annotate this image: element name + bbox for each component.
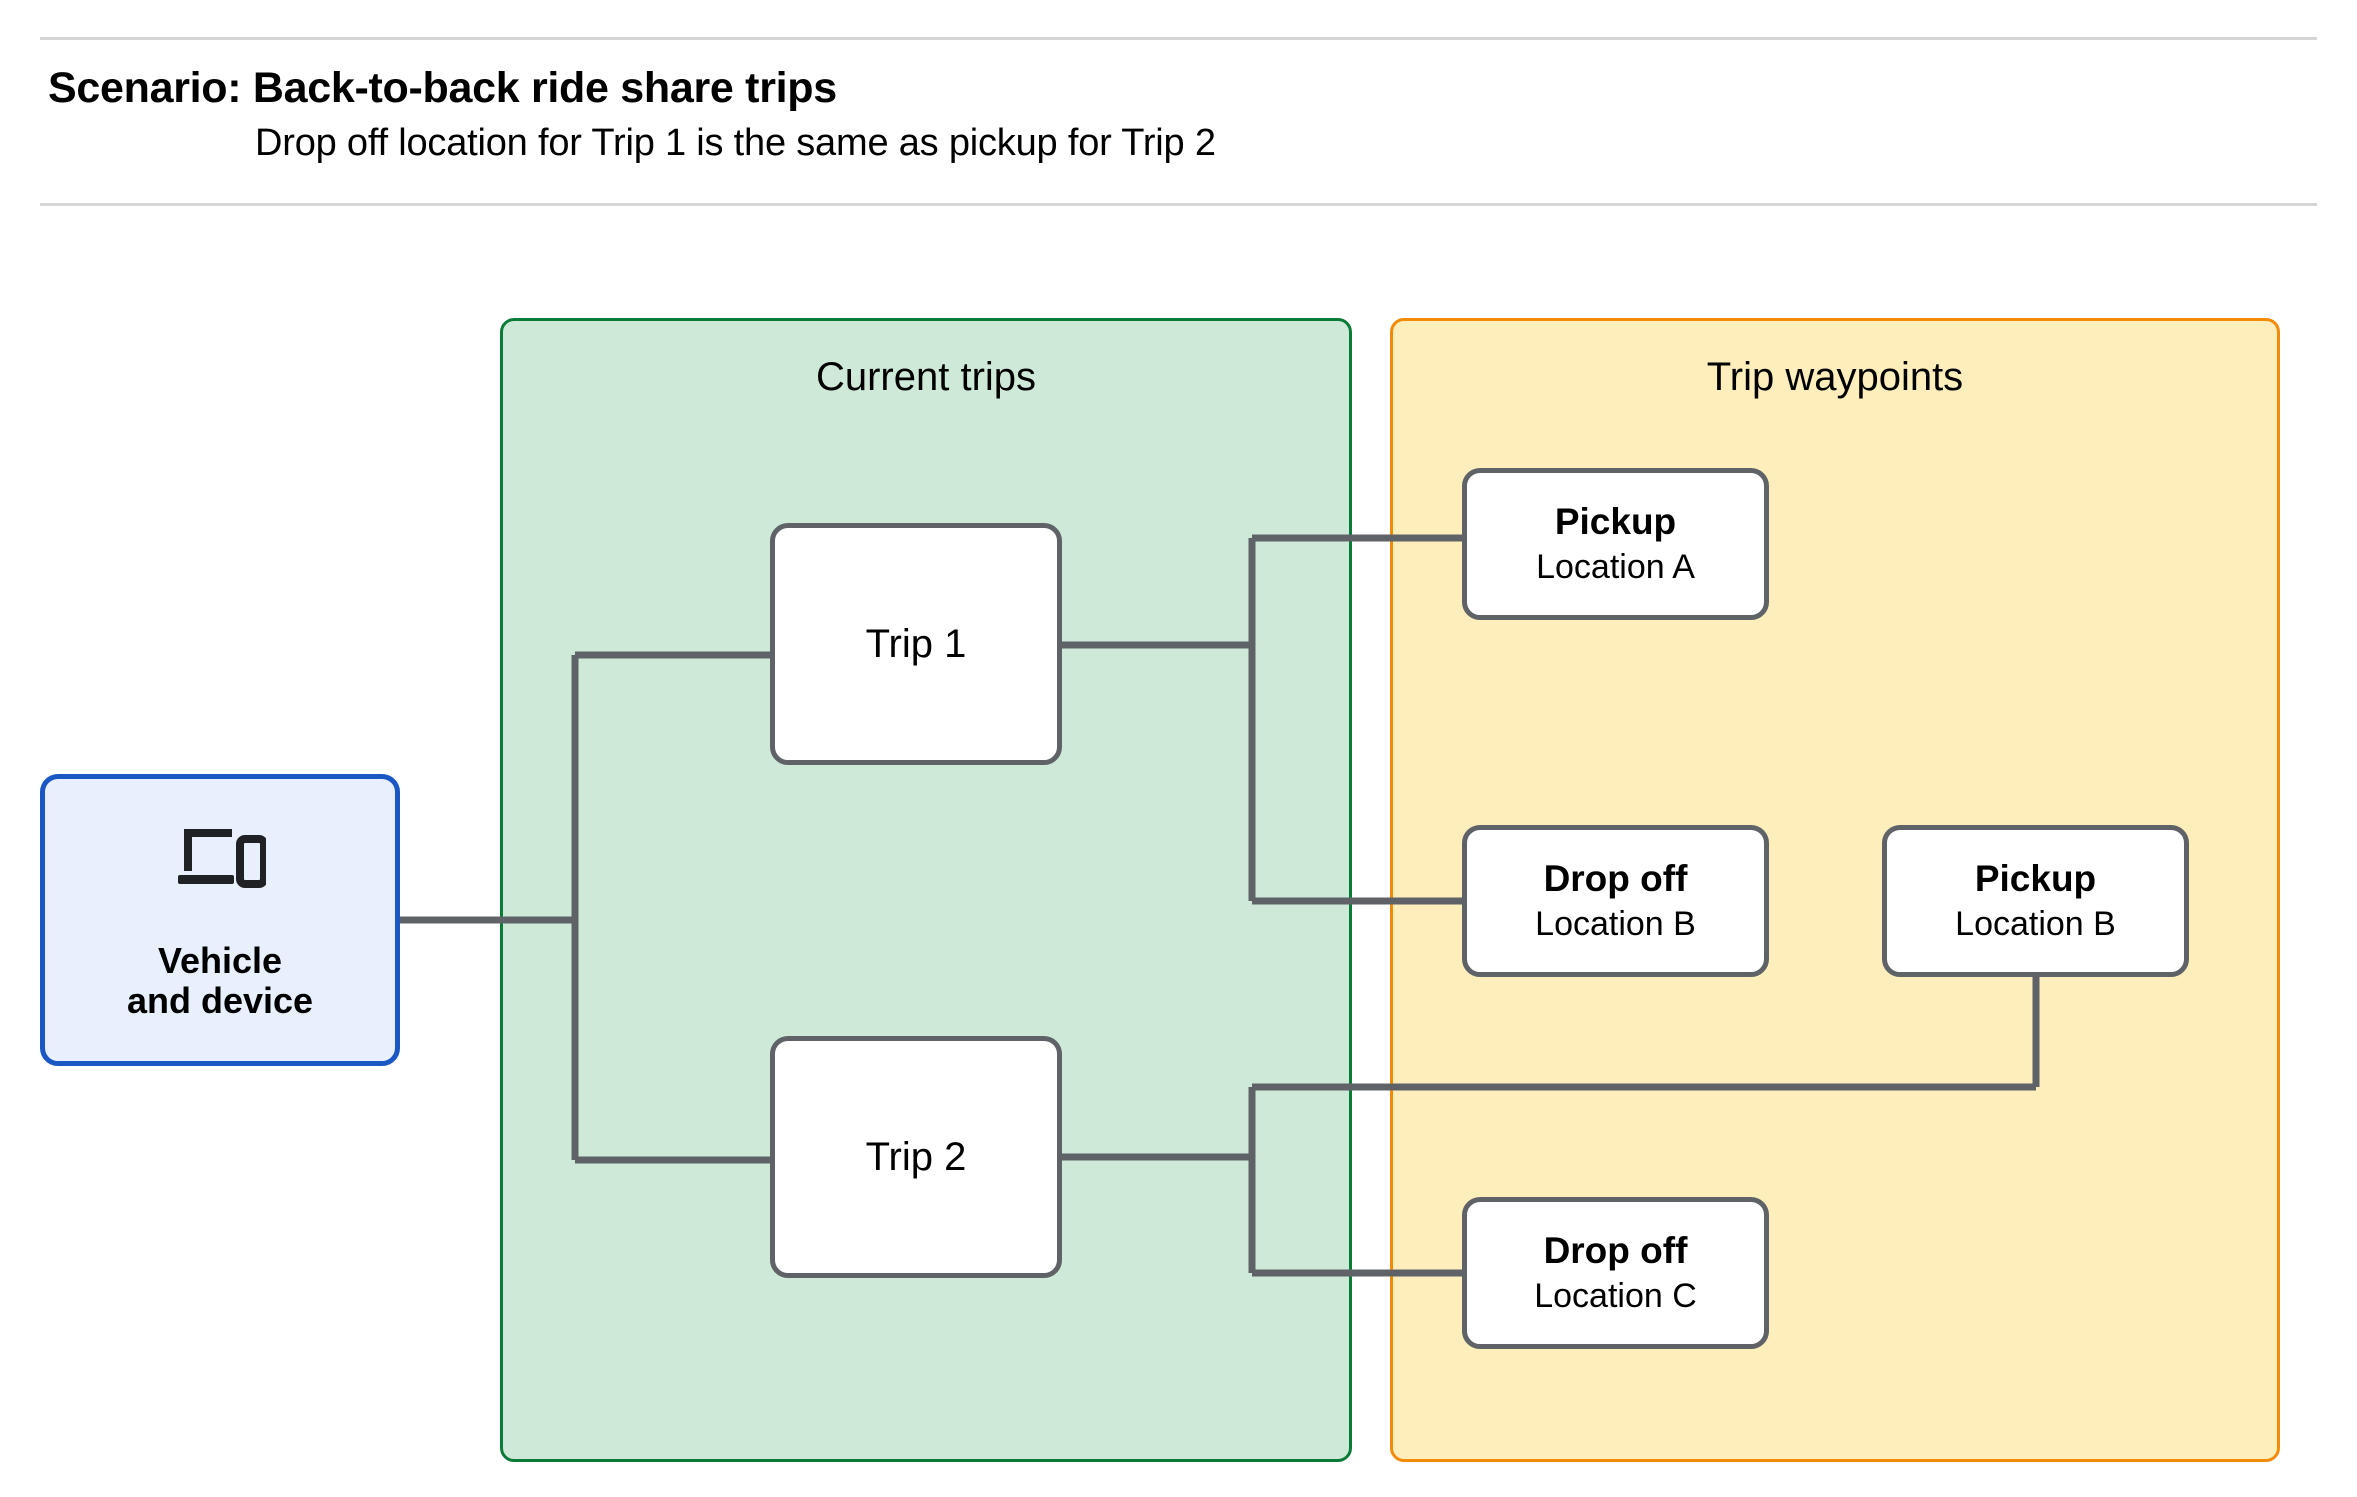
node-vehicle-and-device[interactable]: Vehicle and device bbox=[40, 774, 400, 1066]
node-trip-2[interactable]: Trip 2 bbox=[770, 1036, 1062, 1278]
node-vehicle-label: Vehicle and device bbox=[126, 940, 314, 1022]
node-dropoff-location-b[interactable]: Drop off Location B bbox=[1462, 825, 1769, 977]
node-dropoff-c-subtitle: Location C bbox=[1534, 1276, 1697, 1315]
node-pickup-b-title: Pickup bbox=[1974, 858, 2097, 900]
header-bottom-divider bbox=[40, 203, 2317, 206]
group-title-current-trips: Current trips bbox=[815, 355, 1037, 399]
node-dropoff-b-subtitle: Location B bbox=[1535, 904, 1696, 943]
node-pickup-location-a[interactable]: Pickup Location A bbox=[1462, 468, 1769, 620]
header-block: Scenario: Back-to-back ride share trips … bbox=[0, 0, 2357, 210]
group-panel-current-trips: Current trips bbox=[500, 318, 1352, 1462]
node-trip-2-label: Trip 2 bbox=[865, 1134, 967, 1179]
node-dropoff-location-c[interactable]: Drop off Location C bbox=[1462, 1197, 1769, 1349]
node-trip-1[interactable]: Trip 1 bbox=[770, 523, 1062, 765]
node-dropoff-b-title: Drop off bbox=[1543, 858, 1688, 900]
node-pickup-a-title: Pickup bbox=[1554, 501, 1677, 543]
node-pickup-location-b[interactable]: Pickup Location B bbox=[1882, 825, 2189, 977]
node-trip-1-label: Trip 1 bbox=[865, 621, 967, 666]
page-subtitle: Drop off location for Trip 1 is the same… bbox=[255, 122, 1216, 164]
laptop-and-phone-icon bbox=[178, 829, 266, 888]
page-title: Scenario: Back-to-back ride share trips bbox=[48, 64, 837, 112]
node-pickup-a-subtitle: Location A bbox=[1536, 547, 1695, 586]
header-top-divider bbox=[40, 37, 2317, 40]
group-title-trip-waypoints: Trip waypoints bbox=[1706, 355, 1964, 399]
node-dropoff-c-title: Drop off bbox=[1543, 1230, 1688, 1272]
node-pickup-b-subtitle: Location B bbox=[1955, 904, 2116, 943]
